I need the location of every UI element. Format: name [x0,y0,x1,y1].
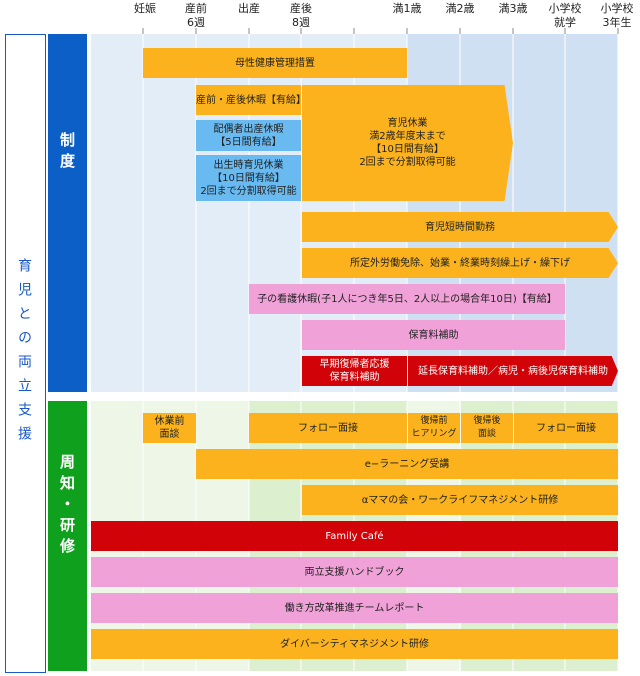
bar-early-return-subsidy: 早期復帰者応援 保育料補助 [302,356,407,386]
bar-mama-training: αママの会・ワークライフマネジメント研修 [302,485,618,515]
bar-spouse-leave: 配偶者出産休暇 【5日間有給】 [196,120,301,151]
header-col-birth: 出産 [238,2,260,15]
bar-handbook: 両立支援ハンドブック [91,557,618,587]
header-col-postnatal-8w: 産後 8週 [290,2,312,29]
bar-diversity-training: ダイバーシティマネジメント研修 [91,629,618,659]
bar-family-cafe: Family Café [91,521,618,551]
header-col-prenatal-6w: 産前 6週 [185,2,207,29]
header-col-grade-3: 小学校 3年生 [600,2,634,29]
bar-childcare-leave: 育児休業 満2歳年度末まで 【10日間有給】 2回まで分割取得可能 [302,85,513,201]
bar-nursing-leave: 子の看護休暇(子1人につき年5日、2人以上の場合年10日)【有給】 [249,284,565,314]
bar-birth-leave: 出生時育児休業 【10日間有給】 2回まで分割取得可能 [196,155,301,201]
bar-elearning: e−ラーニング受講 [196,449,618,479]
bar-daycare-subsidy: 保育料補助 [302,320,565,350]
header-col-school-entry: 小学校 就学 [548,2,582,29]
header-col-pregnancy: 妊娠 [134,2,156,15]
bar-prepost-leave: 産前・産後休暇【有給】 [196,85,306,115]
section-label-training: 周知・研修 [48,401,87,671]
section-label-system-text: 制度 [58,132,76,174]
header-col-age-1: 満1歳 [392,2,422,15]
bar-maternal-health: 母性健康管理措置 [143,48,407,78]
header-col-age-3: 満3歳 [498,2,528,15]
bar-post-return-interview: 復帰後 面談 [461,413,513,443]
outer-label-box [5,34,46,673]
bar-overtime-exemption: 所定外労働免除、始業・終業時刻繰上げ・繰下げ [302,248,618,278]
bar-team-report: 働き方改革推進チームレポート [91,593,618,623]
bar-extended-childcare-subsidy: 延長保育料補助／病児・病後児保育料補助 [408,356,618,386]
outer-label: 育児との両立支援 [16,258,32,450]
bar-follow-up-1: フォロー面接 [249,413,407,443]
bar-follow-up-2: フォロー面接 [514,413,618,443]
bar-short-hours: 育児短時間勤務 [302,212,618,242]
section-label-training-text: 周知・研修 [58,453,76,559]
bar-pre-leave-interview: 休業前 面談 [143,413,196,443]
section-label-system: 制度 [48,34,87,392]
header-col-age-2: 満2歳 [445,2,475,15]
bar-pre-return-hearing: 復帰前 ヒアリング [408,413,460,443]
